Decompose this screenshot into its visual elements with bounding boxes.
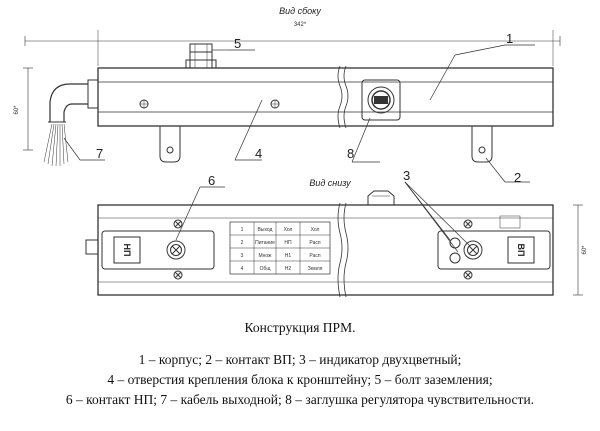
callout-8: 8 <box>347 146 354 161</box>
screw-icon <box>463 270 473 280</box>
table-cell: 4 <box>241 266 244 272</box>
callout-5: 5 <box>234 36 241 51</box>
side-view-title: Вид сбоку <box>279 6 321 16</box>
table-cell: Питание <box>255 240 275 246</box>
plug-cap-icon <box>367 190 395 205</box>
legend-line-1: 1 – корпус; 2 – контакт ВП; 3 – индикато… <box>138 352 462 367</box>
mounting-hole-icon <box>139 99 149 109</box>
contact-np-side-icon <box>159 126 181 163</box>
pinout-table <box>229 221 331 275</box>
bottom-view-title: Вид снизу <box>309 178 351 188</box>
output-cable-icon <box>43 79 99 167</box>
table-cell: Хол <box>284 227 293 233</box>
table-cell: НП <box>284 240 292 246</box>
cable-entry-icon <box>85 239 99 255</box>
figure-title: Конструкция ПРМ. <box>244 320 356 335</box>
callout-2: 2 <box>514 170 521 185</box>
table-cell: Земля <box>308 266 323 272</box>
table-cell: Н2 <box>285 266 292 272</box>
table-cell: Выход <box>258 227 273 233</box>
vp-plate-label: ВП <box>516 244 526 257</box>
sensitivity-plug-icon <box>361 79 401 121</box>
screw-icon <box>173 219 183 229</box>
mounting-hole-icon <box>270 99 280 109</box>
table-cell: Общ <box>260 266 271 272</box>
callout-1: 1 <box>506 31 513 46</box>
callout-7: 7 <box>96 146 103 161</box>
contact-vp-plate: ВП <box>437 230 551 270</box>
height-dimension-side: 60* <box>14 105 20 115</box>
screw-icon <box>463 219 473 229</box>
legend-line-2: 4 – отверстия крепления блока к кронштей… <box>107 372 493 387</box>
table-cell: Расп <box>309 253 320 259</box>
indicator-led-icon <box>449 252 461 264</box>
technical-drawing: Вид сбоку 342* 60* <box>14 6 588 298</box>
np-plate-label: НП <box>122 244 132 257</box>
table-cell: Хол <box>311 227 320 233</box>
height-dimension-bottom: 60* <box>582 245 588 255</box>
table-cell: Расп <box>309 240 320 246</box>
housing-bottom-view <box>97 202 554 298</box>
table-cell: Множ <box>259 253 273 259</box>
length-dimension: 342* <box>294 22 307 28</box>
screw-icon <box>173 270 183 280</box>
callout-6: 6 <box>208 173 215 188</box>
callout-3: 3 <box>403 168 410 183</box>
callout-4: 4 <box>255 146 262 161</box>
stamp-box <box>499 215 521 229</box>
table-cell: 3 <box>241 253 244 259</box>
table-cell: Н1 <box>285 253 292 259</box>
legend-line-3: 6 – контакт НП; 7 – кабель выходной; 8 –… <box>65 392 535 407</box>
housing-side-view <box>97 65 554 129</box>
ground-bolt-icon <box>185 43 217 69</box>
table-cell: 1 <box>241 227 244 233</box>
table-cell: 2 <box>241 240 244 246</box>
contact-vp-side-icon <box>471 126 493 163</box>
contact-np-plate: НП <box>101 230 215 270</box>
